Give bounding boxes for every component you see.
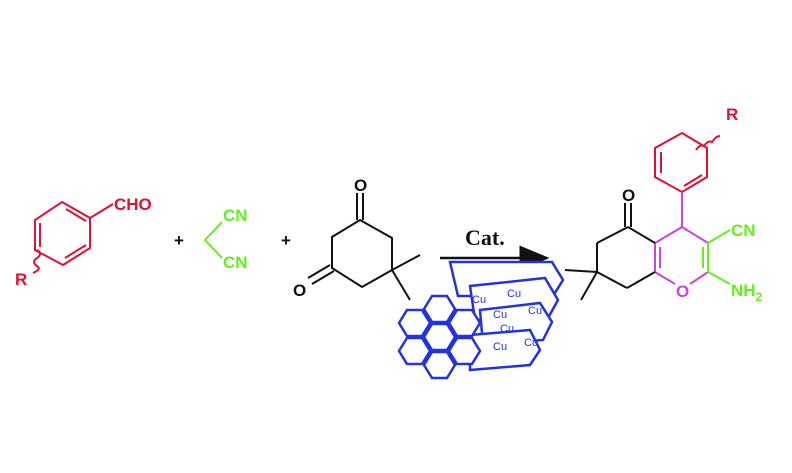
plus-sign-2: +: [281, 231, 291, 250]
catalyst-label: Cat.: [465, 225, 505, 250]
product-amine-label: NH2: [731, 281, 763, 304]
cu-label: Cu: [524, 337, 538, 349]
benzaldehyde: [32, 200, 114, 274]
plus-sign-1: +: [174, 231, 184, 250]
dimedone-oxygen-top: O: [354, 176, 367, 195]
aldehyde-substituent-label: R: [15, 270, 27, 289]
malononitrile: [203, 221, 223, 259]
cu-label: Cu: [507, 288, 521, 300]
cu-label: Cu: [493, 341, 507, 353]
cu-mesoporous-catalyst: [397, 260, 565, 380]
aldehyde-group-label: CHO: [114, 195, 152, 214]
product-substituent-label: R: [726, 105, 738, 124]
product-cyclohexenone: [564, 203, 656, 301]
cu-label: Cu: [528, 305, 542, 317]
product-pyran-ring: [654, 192, 709, 285]
dimedone: [307, 193, 421, 301]
nitrile-bottom-label: CN: [223, 253, 248, 272]
dimedone-oxygen-bottom: O: [293, 281, 306, 300]
product-phenyl: [654, 131, 721, 194]
cu-label: Cu: [500, 323, 514, 335]
cu-label: Cu: [472, 294, 486, 306]
cu-label: Cu: [493, 309, 507, 321]
product-keto-oxygen: O: [622, 186, 635, 205]
product-enaminonitrile: [702, 229, 731, 285]
nitrile-top-label: CN: [223, 206, 248, 225]
product-ring-oxygen: O: [676, 282, 689, 301]
product-nitrile-label: CN: [731, 221, 756, 240]
